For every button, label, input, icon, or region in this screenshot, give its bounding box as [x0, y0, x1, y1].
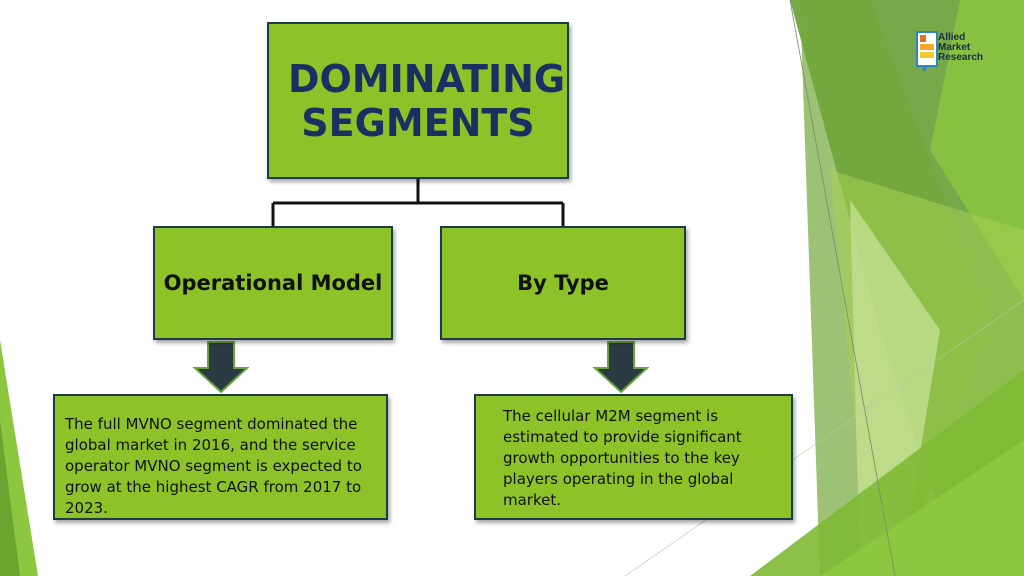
branch-node-operational-model: Operational Model	[153, 226, 393, 340]
page-title: DOMINATING SEGMENTS	[288, 56, 566, 145]
logo-line-1: Allied	[938, 32, 966, 43]
branch-node-by-type: By Type	[440, 226, 686, 340]
logo-line-2: Market	[938, 42, 971, 53]
description-box-by-type: The cellular M2M segment is estimated to…	[474, 394, 793, 520]
logo-line-3: Research	[938, 52, 984, 63]
logo-mark-icon	[916, 31, 938, 73]
description-box-operational-model: The full MVNO segment dominated the glob…	[53, 394, 388, 520]
description-text: The cellular M2M segment is estimated to…	[503, 407, 742, 509]
allied-market-research-logo: Allied Market Research	[916, 31, 1000, 77]
branch-label: By Type	[517, 271, 609, 295]
description-text: The full MVNO segment dominated the glob…	[65, 415, 362, 517]
root-node: DOMINATING SEGMENTS	[267, 22, 569, 179]
branch-label: Operational Model	[163, 271, 383, 295]
